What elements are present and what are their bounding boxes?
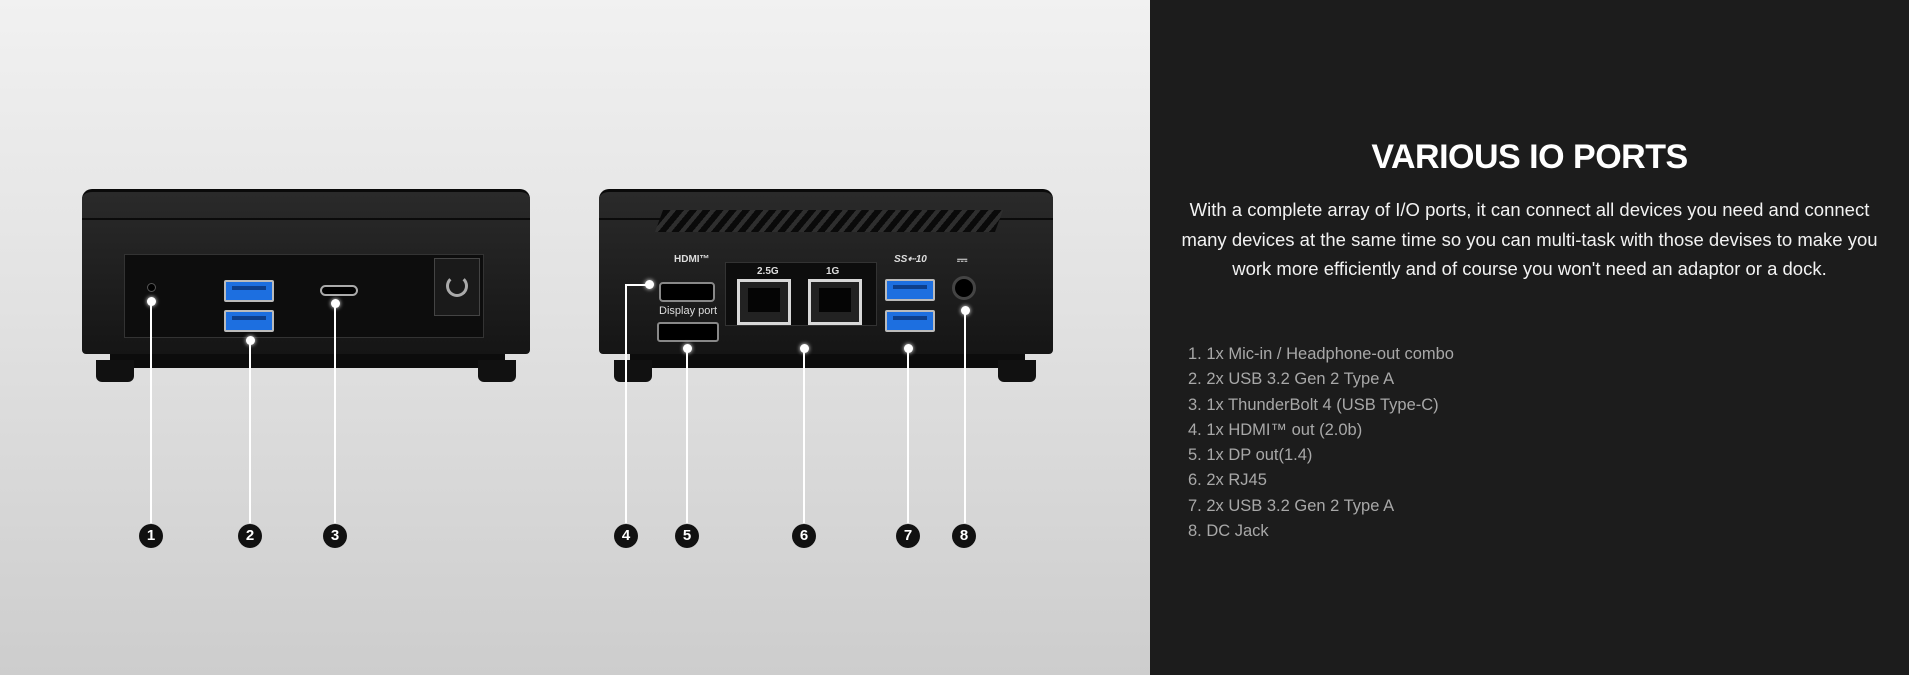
list-item: 2. 2x USB 3.2 Gen 2 Type A (1188, 370, 1395, 389)
lan-1g-label: 1G (826, 266, 840, 277)
usb-port (224, 280, 274, 302)
list-item: 3. 1x ThunderBolt 4 (USB Type-C) (1188, 395, 1439, 414)
power-button (434, 258, 480, 316)
callout-1: 1 (139, 524, 163, 548)
info-panel: VARIOUS IO PORTS With a complete array o… (1150, 0, 1909, 675)
section-description: With a complete array of I/O ports, it c… (1181, 199, 1878, 279)
list-item: 5. 1x DP out(1.4) (1188, 446, 1313, 465)
usb-port (885, 310, 935, 332)
device-front (82, 189, 530, 354)
callout-3: 3 (323, 524, 347, 548)
dc-label: ⎓ (957, 252, 968, 267)
list-item: 6. 2x RJ45 (1188, 471, 1267, 490)
usb-label: SS⇠10 (894, 254, 927, 265)
display-port (657, 322, 719, 342)
callout-6: 6 (792, 524, 816, 548)
callout-5: 5 (675, 524, 699, 548)
dc-jack (952, 276, 976, 300)
thunderbolt-port (320, 285, 358, 296)
list-item: 4. 1x HDMI™ out (2.0b) (1188, 420, 1363, 439)
product-image-area: HDMI™ Display port 2.5G 1G SS⇠10 ⎓ 1 2 3… (0, 0, 1150, 675)
usb-port (224, 310, 274, 332)
rj45-port (808, 279, 862, 325)
front-panel (124, 254, 484, 338)
callout-7: 7 (896, 524, 920, 548)
callout-2: 2 (238, 524, 262, 548)
display-port-label: Display port (659, 305, 718, 317)
list-item: 7. 2x USB 3.2 Gen 2 Type A (1188, 496, 1395, 515)
callout-4: 4 (614, 524, 638, 548)
port-list: 1. 1x Mic-in / Headphone-out combo 2. 2x… (1188, 342, 1454, 544)
power-icon (446, 275, 468, 297)
vent (654, 210, 1004, 232)
list-item: 8. DC Jack (1188, 522, 1269, 541)
usb-port (885, 279, 935, 301)
audio-jack (147, 283, 156, 292)
callout-8: 8 (952, 524, 976, 548)
lan-25g-label: 2.5G (757, 266, 779, 277)
list-item: 1. 1x Mic-in / Headphone-out combo (1188, 345, 1454, 363)
device-rear: HDMI™ Display port 2.5G 1G SS⇠10 ⎓ (599, 189, 1053, 354)
hdmi-label: HDMI™ (674, 254, 710, 265)
section-title: VARIOUS IO PORTS (1371, 138, 1688, 176)
rj45-port (737, 279, 791, 325)
hdmi-port (659, 282, 715, 302)
